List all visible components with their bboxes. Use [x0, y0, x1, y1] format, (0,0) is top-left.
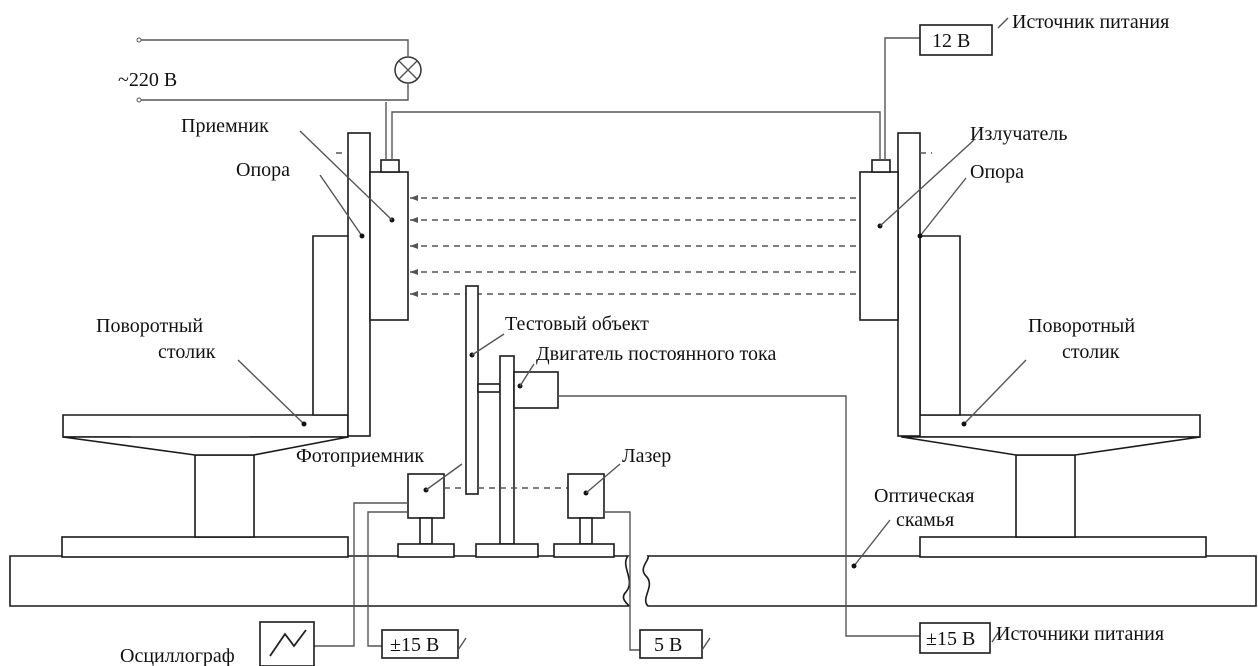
label-psu-12v: 12 В [932, 30, 970, 52]
label-rotary-table-right-1: Поворотный [1028, 315, 1135, 337]
support-left [312, 132, 371, 437]
label-dc-motor: Двигатель постоянного тока [536, 343, 776, 365]
label-support-left: Опора [236, 159, 290, 181]
label-emitter: Излучатель [970, 123, 1067, 145]
support-right [897, 132, 961, 437]
leader-lines [237, 17, 1027, 651]
label-photodetector: Фотоприемник [296, 445, 424, 467]
label-optical-bench-2: скамья [896, 509, 954, 531]
label-optical-bench-1: Оптическая [874, 485, 974, 507]
label-laser: Лазер [622, 445, 671, 467]
receiver-block [369, 159, 409, 321]
label-mains: ~220 В [118, 69, 177, 91]
wires-top [136, 24, 993, 160]
label-test-object: Тестовый объект [505, 313, 649, 335]
beam-lines [336, 152, 932, 297]
bottom-instruments [259, 621, 991, 666]
label-receiver: Приемник [181, 115, 269, 137]
rotary-table-right [901, 414, 1207, 558]
laser-assembly [553, 473, 640, 651]
label-power-source: Источник питания [1012, 11, 1169, 33]
label-psu-15v-right: ±15 В [926, 628, 975, 650]
label-psu-15v-left: ±15 В [390, 634, 439, 656]
label-rotary-table-left-2: столик [158, 341, 216, 363]
label-oscilloscope: Осциллограф [120, 645, 235, 666]
optical-bench [9, 555, 1257, 607]
emitter-block [859, 159, 899, 321]
label-rotary-table-right-2: столик [1062, 341, 1120, 363]
rotary-table-left [61, 414, 349, 558]
label-rotary-table-left-1: Поворотный [96, 315, 203, 337]
label-support-right: Опора [970, 161, 1024, 183]
test-object-assembly [465, 285, 920, 637]
label-power-sources: Источники питания [996, 623, 1164, 645]
label-psu-5v: 5 В [654, 634, 682, 656]
